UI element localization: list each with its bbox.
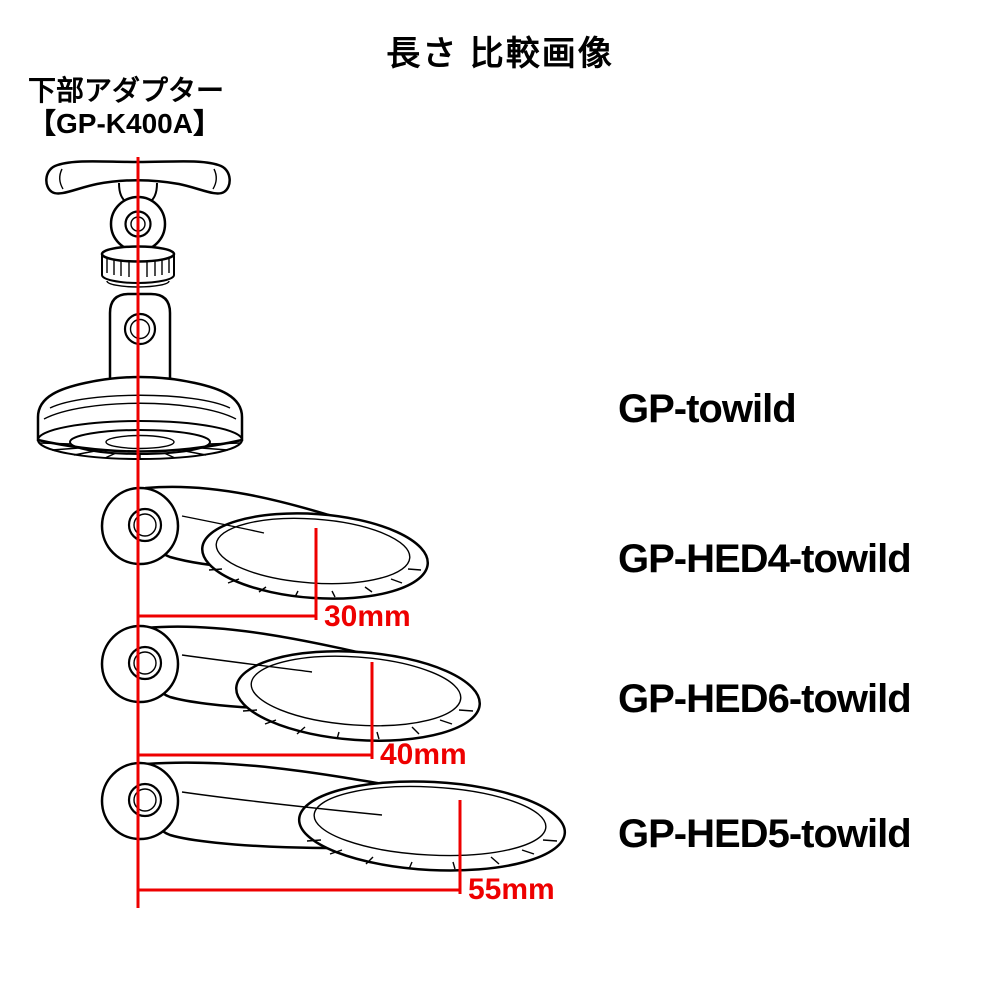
dimension-40mm bbox=[138, 662, 374, 759]
dimension-label-30mm: 30mm bbox=[324, 600, 411, 633]
rib-texture bbox=[208, 568, 422, 598]
product-label-gp-hed5-towild: GP-HED5-towild bbox=[618, 812, 912, 856]
page-title: 長さ 比較画像 bbox=[386, 35, 614, 73]
product-label-gp-towild: GP-towild bbox=[618, 387, 797, 431]
dimension-label-40mm: 40mm bbox=[380, 738, 467, 771]
adapter-name: 下部アダプター bbox=[28, 75, 225, 106]
rib-texture bbox=[306, 839, 558, 870]
dimension-label-55mm: 55mm bbox=[468, 873, 555, 906]
gp-hed5-towild-drawing bbox=[100, 761, 567, 872]
product-label-gp-hed4-towild: GP-HED4-towild bbox=[618, 537, 912, 581]
adapter-label: 下部アダプター 【GP-K400A】 bbox=[28, 74, 224, 140]
gp-towild-drawing bbox=[36, 292, 244, 460]
dimension-55mm bbox=[138, 800, 462, 894]
gp-hed6-towild-drawing bbox=[100, 624, 481, 742]
adapter-model: 【GP-K400A】 bbox=[28, 108, 221, 140]
rib-texture bbox=[242, 709, 474, 740]
measurement-lines bbox=[136, 157, 462, 908]
product-label-gp-hed6-towild: GP-HED6-towild bbox=[618, 677, 912, 721]
gp-hed4-towild-drawing bbox=[100, 485, 430, 600]
dimension-30mm bbox=[138, 528, 318, 620]
rib-texture bbox=[39, 442, 241, 459]
